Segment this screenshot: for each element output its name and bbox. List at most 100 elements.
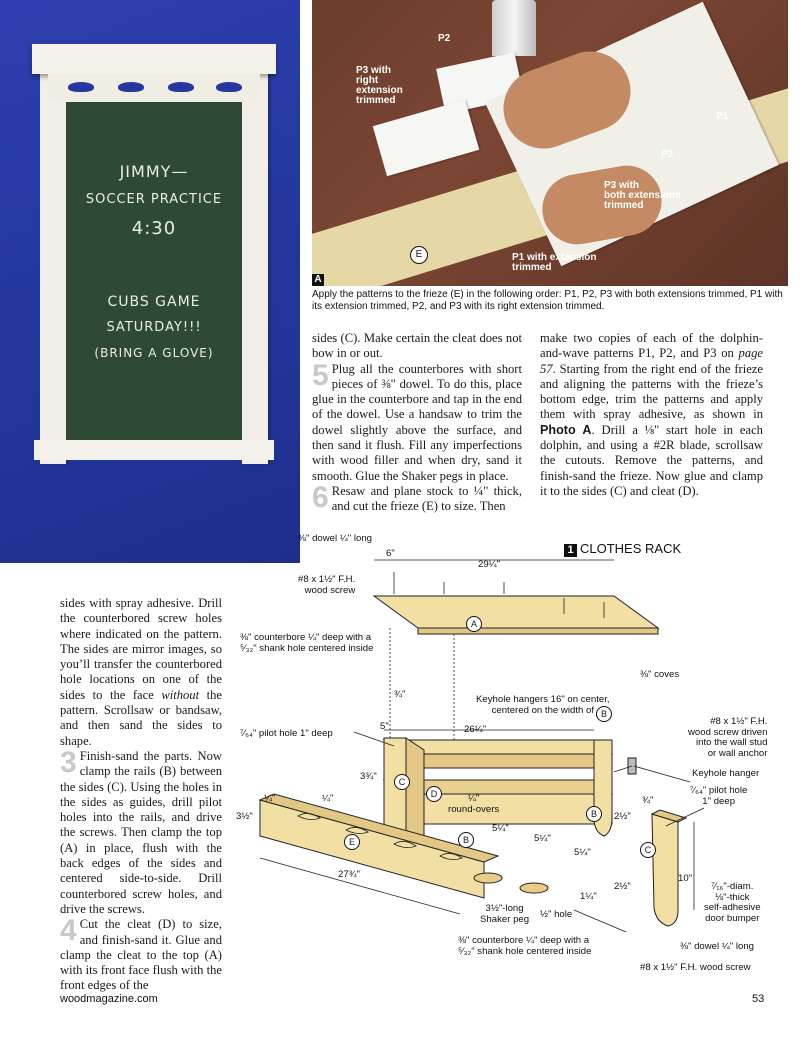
text-run: the pattern. Scrollsaw or bandsaw, and t… (60, 687, 222, 748)
drawing-label: ⁷⁄₁₆"-diam. ⅛"-thick self-adhesive door … (704, 881, 761, 924)
part-e-callout: E (410, 246, 428, 264)
dolphin-cutout (345, 827, 369, 834)
part-side-c-right (593, 739, 613, 837)
drawing-label: ⅜" dowel ¼" long (298, 533, 373, 544)
drawing-label: #8 x 1½" F.H. wood screw driven into the… (688, 716, 768, 759)
part-c-callout: C (640, 842, 656, 858)
frame-frieze (48, 74, 260, 102)
drawing-label: 3½"-long Shaker peg (480, 903, 530, 925)
chalk-line: CUBS GAME (107, 294, 201, 310)
step-text: Plug all the counterbores with short pie… (312, 361, 522, 483)
dolphin-cutout (439, 853, 463, 860)
frame-bottom-rail (34, 440, 274, 460)
drawing-label: ¼" (322, 793, 334, 804)
drawing-label: Keyhole hangers 16" on center, centered … (476, 694, 610, 716)
drawing-label: ⁷⁄₆₄" pilot hole 1" deep (240, 728, 333, 739)
leader-line (665, 807, 705, 827)
drawing-label: ⅜" dowel ¼" long (680, 941, 755, 952)
part-b-callout: B (458, 832, 474, 848)
shaker-peg (519, 882, 549, 894)
photo-label: P1 with extension trimmed (512, 252, 597, 273)
step-number: 4 (60, 914, 77, 948)
step-number: 5 (312, 358, 329, 392)
drawing-label: ¾" (394, 689, 406, 700)
part-side-c-detached (651, 813, 679, 927)
drawing-label: Keyhole hanger (692, 768, 760, 779)
drawing-label: ⁷⁄₆₄" pilot hole 1" deep (690, 785, 748, 807)
part-c-callout: C (394, 774, 410, 790)
drawing-label: ¼" round-overs (448, 793, 500, 815)
dolphin-cutout (297, 813, 321, 820)
photo-a-caption: Apply the patterns to the frieze (E) in … (312, 289, 783, 312)
drawing-label: 3½" (236, 811, 253, 822)
paragraph: sides with spray adhesive. Drill the cou… (60, 596, 222, 749)
drawing-label: 5¼" (492, 823, 509, 834)
part-top-a-edge (417, 627, 659, 635)
part-b-callout: B (586, 806, 602, 822)
drawing-label: #8 x 1½" F.H. wood screw (298, 574, 356, 596)
chalk-line: JIMMY— (119, 162, 189, 181)
dolphin-cutout (393, 841, 417, 848)
page-reference: page 57 (540, 346, 764, 376)
leader-line (613, 765, 633, 773)
part-top-a (372, 595, 660, 629)
spray-can (492, 0, 536, 56)
drawing-label: 29¼" (478, 559, 501, 570)
photo-a-tag: A (312, 274, 324, 286)
drawing-label: 6" (386, 548, 395, 559)
text-column-middle: sides (C). Make certain the cleat does n… (312, 331, 522, 515)
photo-label: P2 (661, 149, 674, 160)
photo-a: P2 P3 with right extension trimmed P1 P2… (312, 0, 788, 286)
drawing-label: 3¾" (360, 771, 377, 782)
text-column-right: make two copies of each of the dolphin-a… (540, 331, 763, 499)
part-e-callout: E (344, 834, 360, 850)
figure-title-text: CLOTHES RACK (580, 541, 682, 556)
text-column-left: sides with spray adhesive. Drill the cou… (60, 596, 222, 994)
part-side-c-detached-top (650, 809, 688, 823)
leader-line (573, 909, 627, 933)
drawing-label: 10" (678, 873, 693, 884)
chalk-line: SATURDAY!!! (106, 320, 202, 335)
chalk-line: SOCCER PRACTICE (85, 192, 223, 207)
drawing-label: ⅜" coves (640, 669, 680, 680)
text-run: make two copies of each of the dolphin-a… (540, 331, 763, 361)
part-cleat-edge (401, 753, 613, 769)
drawing-label: 5¼" (574, 847, 591, 858)
part-a-callout: A (466, 616, 482, 632)
part-side-c-left-edge (405, 737, 425, 846)
photo-label: P3 with right extension trimmed (356, 65, 403, 106)
text-run: . Drill a ⅛" start hole in each dolphin,… (540, 422, 763, 498)
photo-label: P3 with both extensions trimmed (604, 180, 681, 211)
chalkboard-frame: JIMMY— SOCCER PRACTICE 4:30 CUBS GAME SA… (32, 44, 276, 464)
leader-line (353, 731, 395, 747)
photo-label: P2 (438, 33, 451, 44)
step-number: 6 (312, 480, 329, 514)
text-run: . Starting from the right end of the fri… (540, 361, 763, 422)
drawing-label: 1¼" (580, 891, 597, 902)
drawing-label: ⅜" counterbore ¼" deep with a ⁵⁄₃₂" shan… (240, 632, 374, 654)
step-number: 3 (60, 745, 77, 779)
drawing-label: ⅜" counterbore ¼" deep with a ⁵⁄₃₂" shan… (458, 935, 592, 957)
exploded-view-svg (258, 559, 705, 933)
figure-number: 1 (564, 544, 577, 557)
dolphin-cutout (68, 82, 94, 92)
chalkboard-photo: JIMMY— SOCCER PRACTICE 4:30 CUBS GAME SA… (0, 0, 300, 563)
photo-label: P1 (716, 111, 729, 122)
part-d-callout: D (426, 786, 442, 802)
pattern-sheet (372, 99, 480, 177)
drawing-label: 2½" (614, 881, 631, 892)
text-run: sides with spray adhesive. Drill the cou… (60, 596, 222, 702)
dimension-line (259, 857, 461, 915)
frame-side-left (40, 64, 66, 464)
chalkboard: JIMMY— SOCCER PRACTICE 4:30 CUBS GAME SA… (66, 102, 242, 442)
footer-site: woodmagazine.com (60, 993, 158, 1005)
photo-reference: Photo A (540, 422, 592, 437)
step-text: Finish-sand the parts. Now clamp the rai… (60, 748, 222, 916)
drawing-label: 26¼" (464, 724, 487, 735)
